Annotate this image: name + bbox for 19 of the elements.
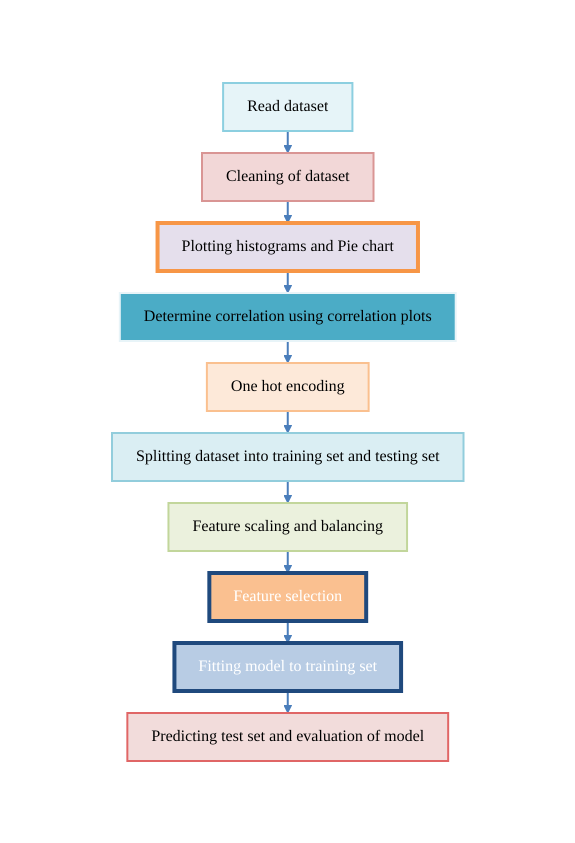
node-box: Cleaning of dataset [200, 152, 374, 202]
arrow [283, 550, 292, 573]
arrow [283, 270, 292, 293]
arrow [283, 690, 292, 713]
node-box: Splitting dataset into training set and testing set [110, 432, 464, 482]
arrow [283, 410, 292, 433]
node-box: One hot encoding [206, 362, 370, 412]
arrow [283, 200, 292, 223]
arrow [283, 480, 292, 503]
arrow [283, 130, 292, 153]
node-box: Feature scaling and balancing [167, 502, 408, 552]
node-box: Read dataset [222, 82, 354, 132]
arrow [283, 620, 292, 643]
node-box: Feature selection [207, 570, 368, 622]
arrow [283, 340, 292, 363]
node-box: Predicting test set and evaluation of model [126, 712, 449, 762]
node-box: Fitting model to training set [172, 640, 403, 692]
node-box: Determine correlation using correlation plots [118, 292, 456, 342]
node-box: Plotting histograms and Pie chart [155, 220, 420, 272]
